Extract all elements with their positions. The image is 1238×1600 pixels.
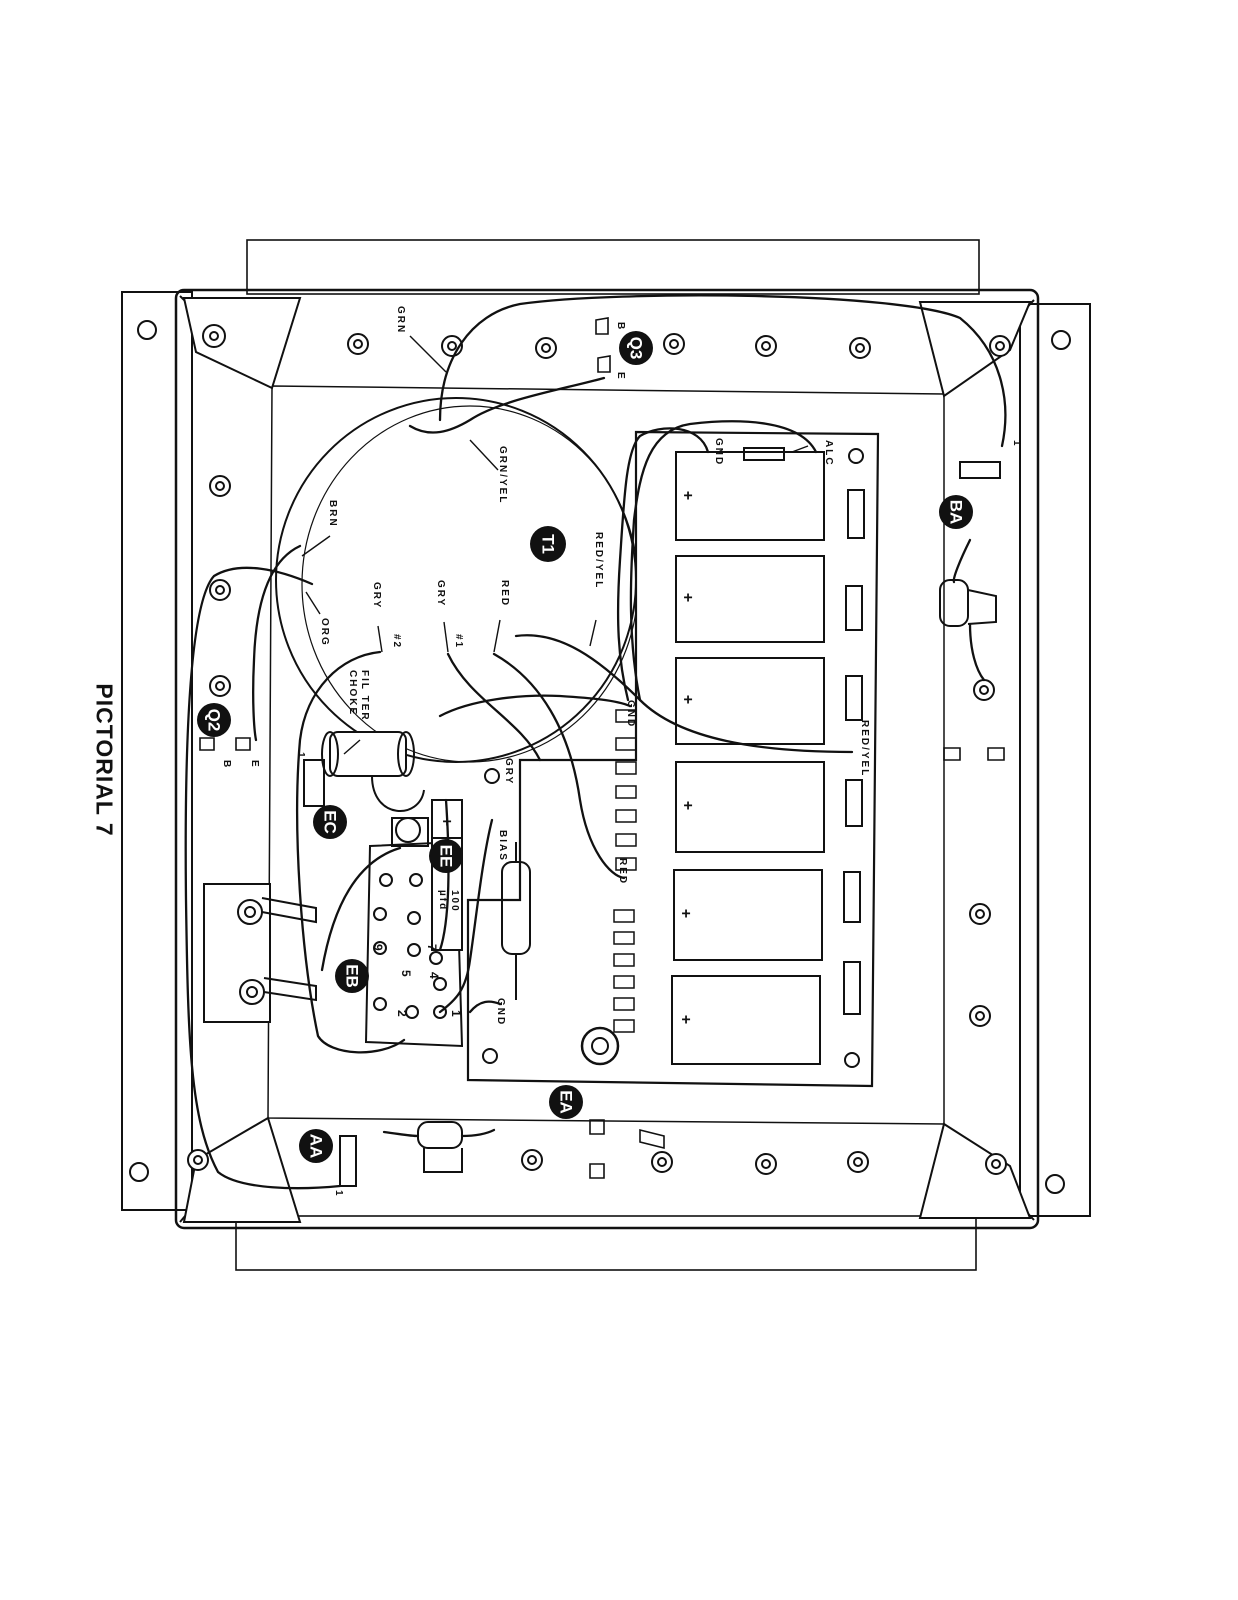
badge-ee: EE	[429, 839, 463, 873]
badge-ea-label: EA	[557, 1090, 576, 1114]
badge-q3-label: Q3	[627, 337, 646, 360]
label-grn-yel: GRN/YEL	[497, 446, 508, 504]
polarity-marks: + + + + + + +	[442, 488, 692, 1029]
label-gry-2: GRY	[371, 582, 382, 609]
label-red-yel: RED/YEL	[593, 532, 604, 589]
lead-marks: E B E B 1 1 1	[221, 322, 1022, 1196]
badge-q3: Q3	[619, 331, 653, 365]
label-choke: CHOKE	[347, 670, 358, 716]
badge-t1-label: T1	[539, 534, 558, 554]
pin-7: 7	[425, 944, 439, 951]
plus-4: +	[683, 798, 692, 815]
label-red: RED	[499, 580, 510, 607]
cap-value: 100	[449, 890, 460, 913]
plus-5: +	[681, 906, 690, 923]
badge-ba-label: BA	[947, 500, 966, 525]
chassis-outline	[121, 239, 1091, 1271]
terminal-block	[203, 883, 317, 1023]
badge-eb: EB	[335, 959, 369, 993]
wire-labels: GRN GRN/YEL BRN ORG GRY #2 GRY #1 RED RE…	[319, 306, 870, 777]
badge-eb-label: EB	[343, 964, 362, 988]
mark-ec-1: 1	[295, 752, 306, 758]
plus-1: +	[683, 488, 692, 505]
plus-2: +	[683, 590, 692, 607]
label-leaders	[301, 335, 809, 755]
label-grn: GRN	[395, 306, 406, 334]
pin-4: 4	[427, 972, 441, 979]
badge-aa-label: AA	[307, 1134, 326, 1159]
badge-aa: AA	[299, 1129, 333, 1163]
transistor-lugs	[199, 317, 1005, 1179]
label-brn: BRN	[327, 500, 338, 528]
mark-aa-1: 1	[333, 1190, 344, 1196]
mark-q2-b: B	[221, 760, 232, 767]
callout-badges: T1 Q3 Q2 BA AA EA EB EC	[197, 331, 973, 1163]
label-gnd-bottom: GND	[495, 998, 506, 1026]
plus-cap: +	[442, 814, 451, 831]
hardware-nuts	[187, 324, 1011, 1175]
filter-choke	[303, 731, 425, 812]
label-num-2: #2	[391, 634, 402, 649]
transformer-t1	[275, 397, 639, 763]
label-red-tp: RED	[617, 858, 628, 885]
label-filter: FIL TER	[359, 670, 370, 722]
badge-q2: Q2	[197, 703, 231, 737]
plus-3: +	[683, 692, 692, 709]
badge-ba: BA	[939, 495, 973, 529]
mark-q3-e: E	[615, 372, 626, 379]
plus-6: +	[681, 1012, 690, 1029]
cap-unit: µfd	[437, 890, 448, 911]
label-alc: ALC	[823, 440, 834, 467]
pin-1: 1	[449, 1010, 463, 1017]
badge-ec-label: EC	[321, 810, 340, 834]
label-gry-1: GRY	[435, 580, 446, 607]
wiring-harness	[184, 294, 1007, 1190]
label-org: ORG	[319, 618, 330, 647]
board-labels: GND ALC GND GRY BIAS RED GND	[495, 438, 834, 1026]
label-red-yel-right: RED/YEL	[859, 720, 870, 777]
mark-q3-b: B	[615, 322, 626, 329]
badge-ec: EC	[313, 805, 347, 839]
label-gry-tp: GRY	[503, 758, 514, 785]
label-gnd-mid: GND	[625, 700, 636, 728]
mark-q2-e: E	[249, 760, 260, 767]
label-num-1: #1	[453, 634, 464, 649]
socket-pin-numbers: 9 7 5 4 2 1	[371, 944, 463, 1017]
badge-t1: T1	[530, 526, 566, 562]
pin-9: 9	[371, 944, 385, 951]
badge-q2-label: Q2	[205, 709, 224, 732]
mark-ba-1: 1	[1011, 440, 1022, 446]
pin-5: 5	[399, 970, 413, 977]
label-bias: BIAS	[497, 830, 508, 862]
capacitor-value: 100 µfd	[437, 890, 460, 913]
label-gnd-top: GND	[713, 438, 724, 466]
circuit-board	[466, 430, 880, 1088]
badge-ee-label: EE	[437, 845, 456, 868]
pin-2: 2	[395, 1010, 409, 1017]
badge-ea: EA	[549, 1085, 583, 1119]
